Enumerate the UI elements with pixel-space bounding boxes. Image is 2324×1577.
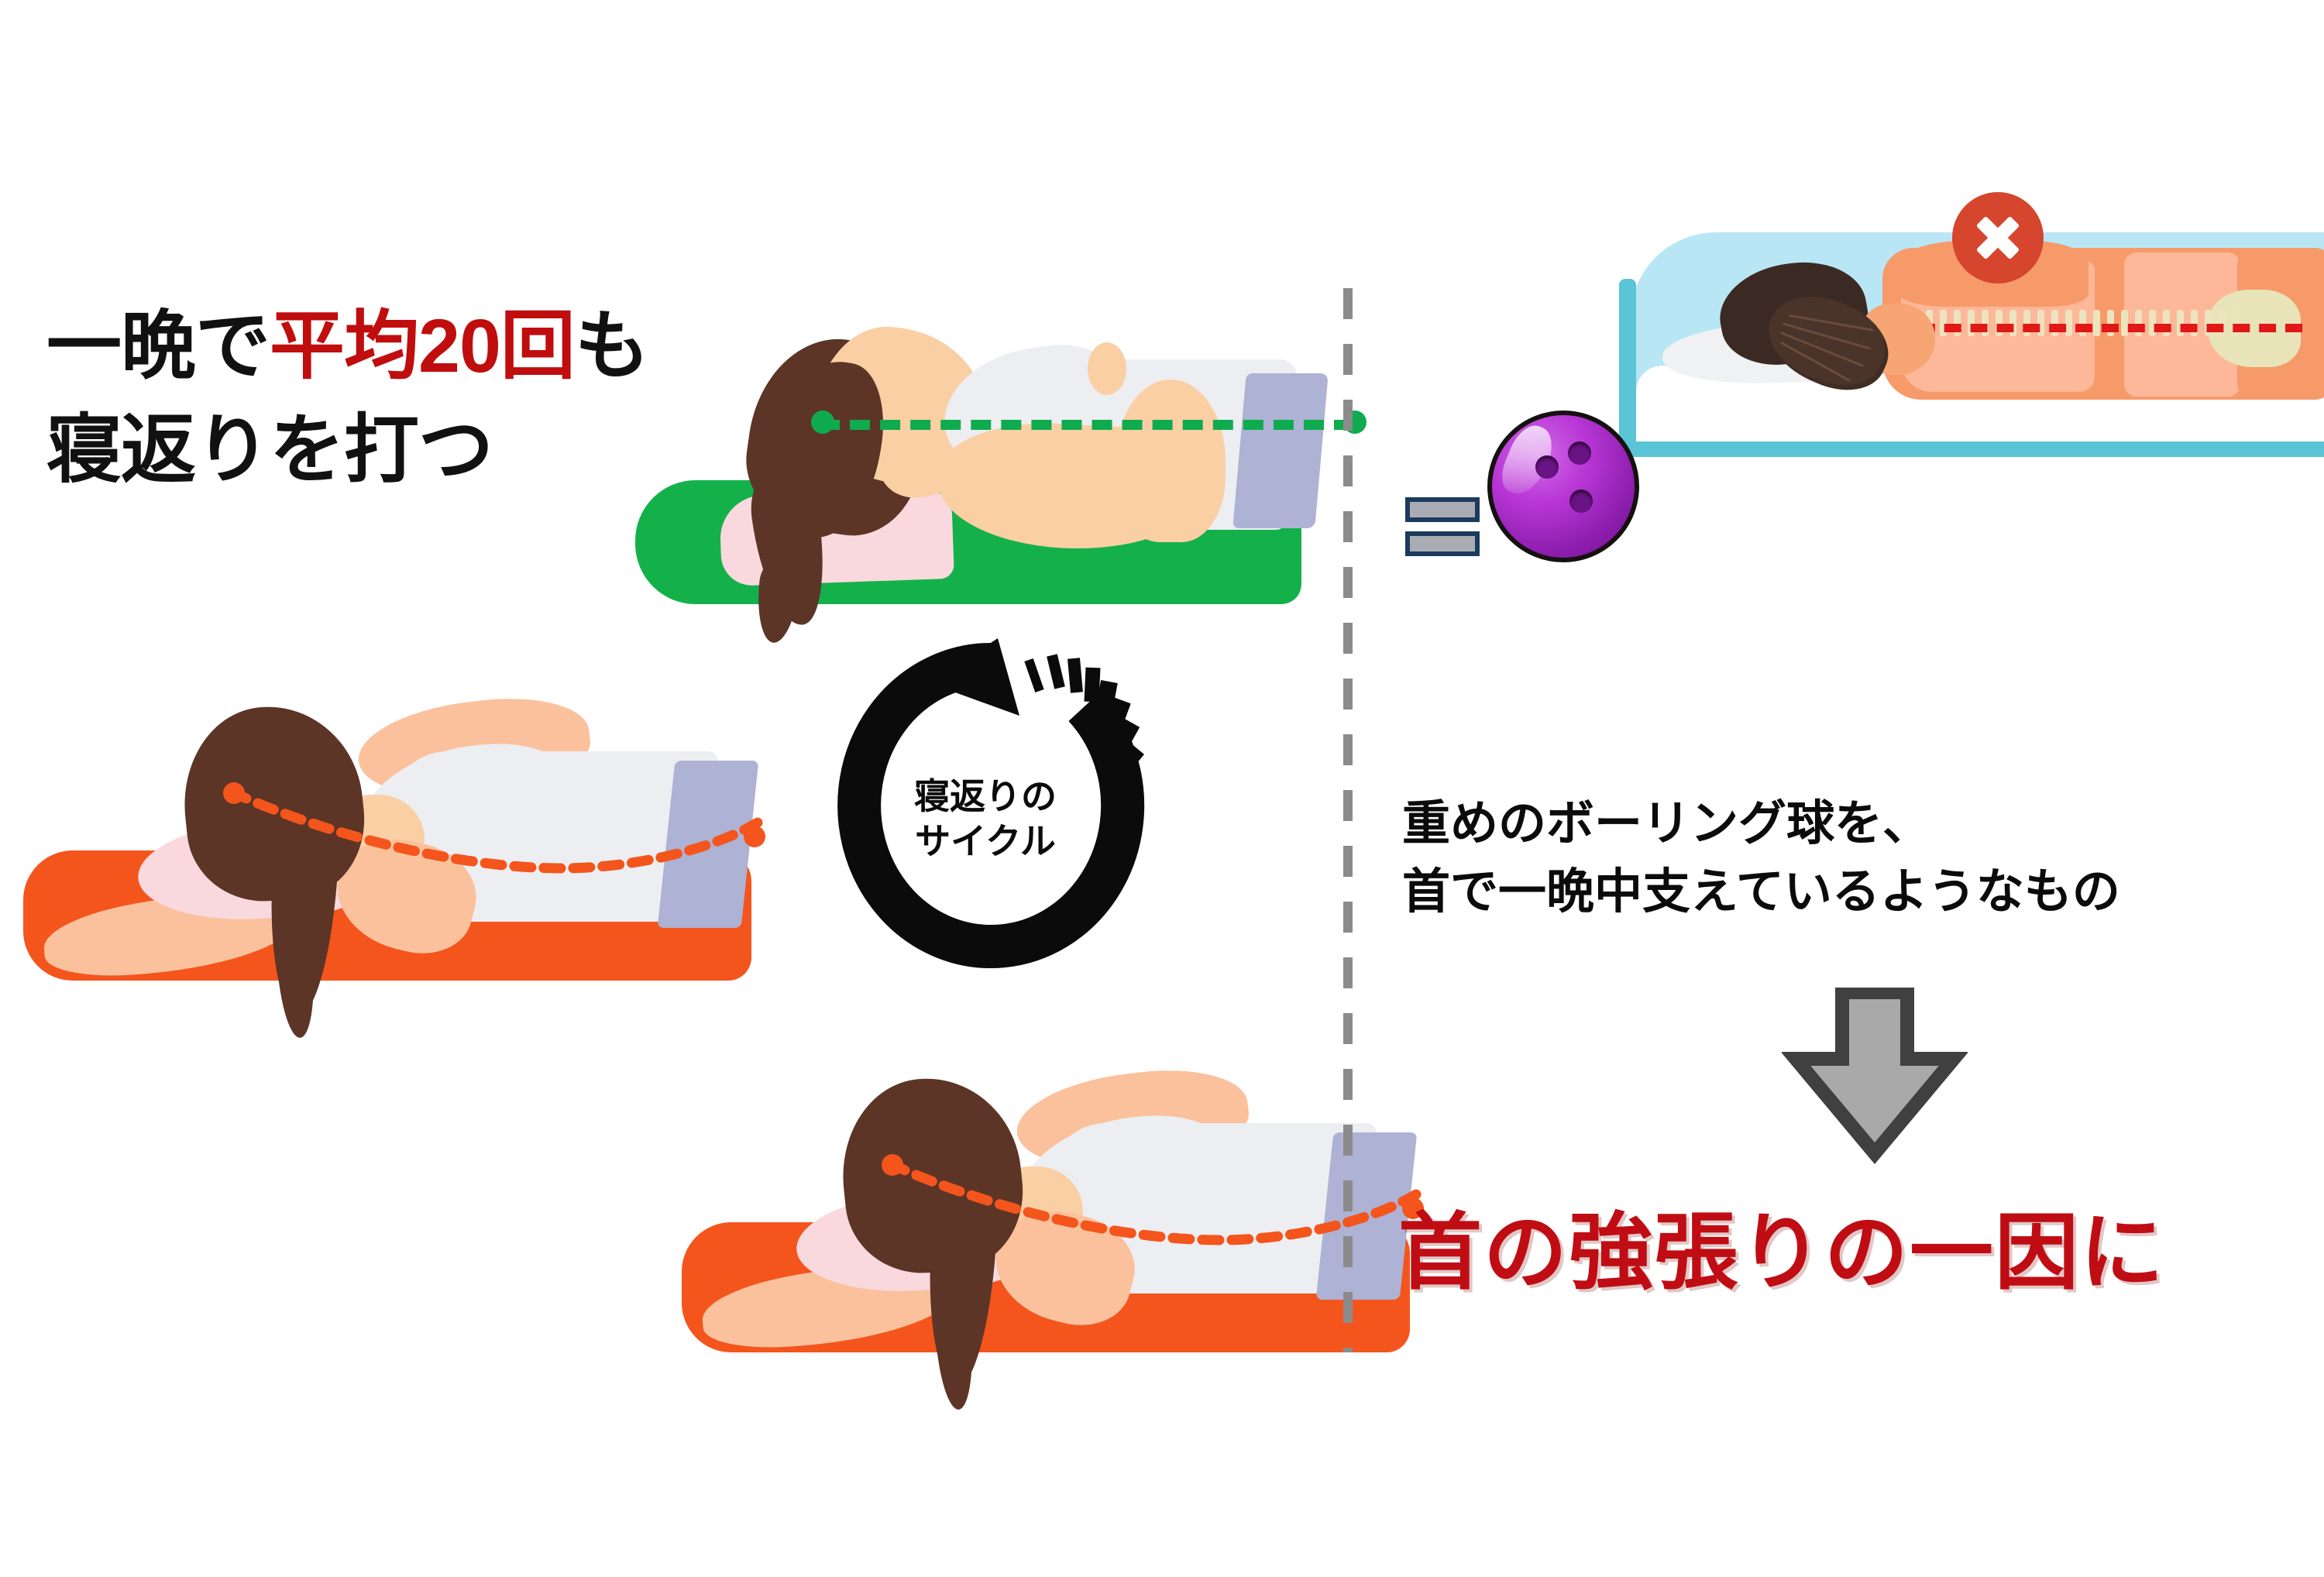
headline-line-1-pre: 一晩で <box>46 304 270 388</box>
alignment-dot-hip <box>744 826 765 847</box>
alignment-dot-head <box>223 782 245 804</box>
headline: 一晩で平均20回も 寝返りを打つ <box>46 294 759 502</box>
spine-alignment-line <box>1892 324 2302 332</box>
headline-line-1-post: も <box>574 304 650 388</box>
x-warning-badge-icon <box>1952 192 2044 283</box>
scene-supine-green <box>620 302 1367 645</box>
cycle-label: 寝返りの サイクル <box>892 775 1078 864</box>
down-arrow-icon <box>1782 988 1968 1165</box>
ball-hole-2 <box>1568 441 1591 465</box>
right-caption-line-1: 重めのボーリング球を、 <box>1402 797 1931 850</box>
left-panel: 一晩で平均20回も 寝返りを打つ <box>23 294 1424 1411</box>
ball-body <box>1487 411 1639 562</box>
pants <box>1232 373 1329 528</box>
alignment-dot-neck <box>811 411 834 434</box>
alignment-line-green <box>820 420 1354 430</box>
hand <box>1088 342 1126 395</box>
ball-hole-1 <box>1535 455 1559 479</box>
bed-scene <box>1588 192 2324 480</box>
ball-hole-3 <box>1569 490 1593 513</box>
cycle-label-line-2: サイクル <box>915 820 1056 861</box>
scene-side-orange-2 <box>682 1046 1441 1411</box>
right-caption: 重めのボーリング球を、 首で一晩中支えているようなもの <box>1402 790 2316 926</box>
panel-divider <box>1343 288 1353 1352</box>
headline-line-1: 一晩で平均20回も <box>46 294 759 398</box>
alignment-dot-hip <box>1402 1197 1424 1219</box>
headline-highlight: 平均20回 <box>270 304 576 388</box>
headline-line-2: 寝返りを打つ <box>46 407 493 492</box>
equals-bar-top <box>1405 497 1480 522</box>
alignment-line-orange <box>225 786 763 874</box>
bed-frame-left <box>1619 279 1636 457</box>
right-caption-line-2: 首で一晩中支えているようなもの <box>1402 865 2120 919</box>
conclusion-text: 首の強張りの一因に <box>1398 1205 2166 1299</box>
equals-sign-icon <box>1405 497 1480 558</box>
cycle-label-line-1: 寝返りの <box>914 776 1057 816</box>
equals-bar-bottom <box>1405 531 1480 556</box>
forearm <box>1116 380 1226 542</box>
rotation-cycle-arrow-icon <box>837 638 1145 968</box>
bowling-ball-icon <box>1487 411 1647 570</box>
scene-side-orange-1 <box>23 674 782 1039</box>
right-panel <box>1356 0 2324 1577</box>
alignment-line-orange <box>884 1158 1422 1245</box>
alignment-dot-head <box>882 1154 903 1176</box>
bed-frame-bottom <box>1619 440 2324 457</box>
